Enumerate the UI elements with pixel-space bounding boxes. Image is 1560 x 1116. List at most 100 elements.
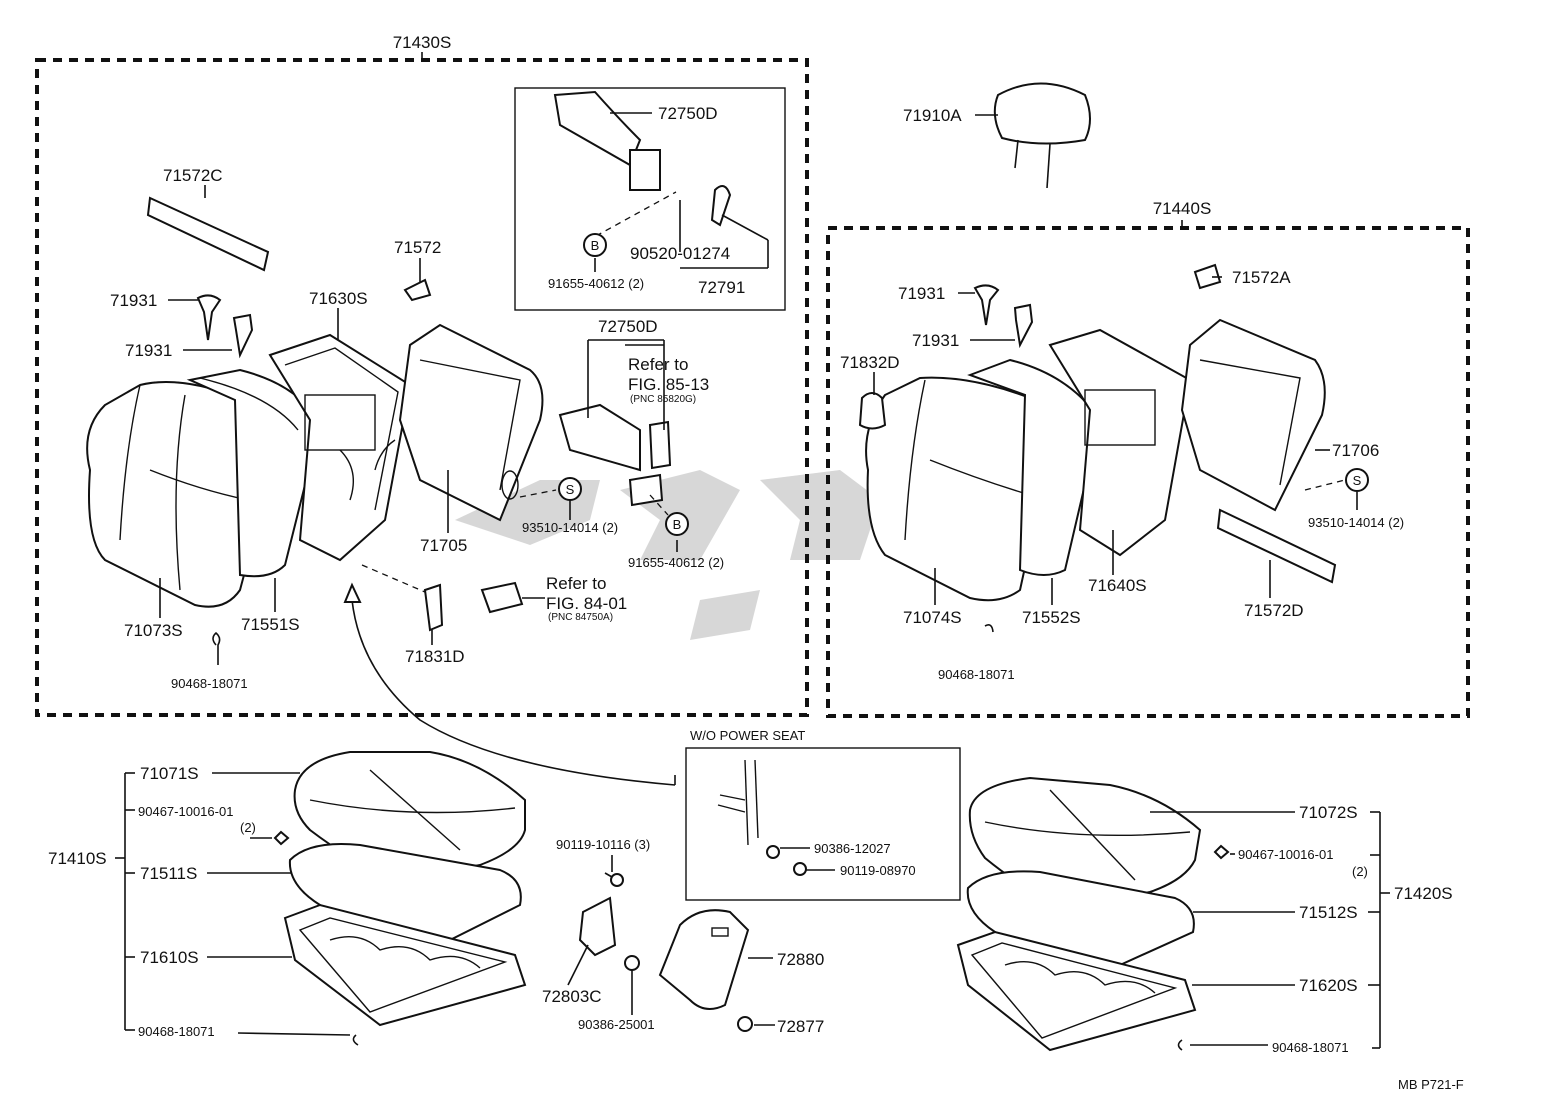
- lever-detail-72750D: [553, 90, 732, 227]
- inset-wo-power-seat: [685, 747, 961, 901]
- label-90386-25001: 90386-25001: [578, 1017, 655, 1032]
- headrest-71910A: [993, 82, 1091, 189]
- label-71572A: 71572A: [1232, 268, 1291, 287]
- label-72750D-b: 72750D: [598, 317, 658, 336]
- label-90119-08970: 90119-08970: [840, 863, 916, 878]
- hog-ring-90468-right: [984, 624, 994, 633]
- marker-s-2: S: [1345, 468, 1369, 492]
- ref-pnc-85820G: (PNC 85820G): [630, 394, 696, 405]
- headrest-support-71931-left: [196, 294, 254, 359]
- ref-label-1: Refer to: [628, 355, 688, 374]
- label-71832D: 71832D: [840, 353, 900, 372]
- clip-71572A: [1193, 263, 1222, 290]
- cover-71832D: [858, 392, 887, 430]
- clip-90467-left: [273, 830, 290, 846]
- wo-power-seat-bracket: [717, 759, 807, 876]
- label-71910A: 71910A: [903, 106, 962, 125]
- bracket-72803C: [578, 896, 617, 957]
- ref-label-2: Refer to: [546, 574, 606, 593]
- label-71572D: 71572D: [1244, 601, 1304, 620]
- label-71931-d: 71931: [912, 331, 959, 350]
- cover-72880: [658, 909, 750, 1010]
- marker-s-1: S: [558, 477, 582, 501]
- label-71572: 71572: [394, 238, 441, 257]
- hog-ring-90468-left: [212, 631, 221, 665]
- label-90386-12027: 90386-12027: [814, 841, 891, 856]
- label-71706: 71706: [1332, 441, 1379, 460]
- label-71071S: 71071S: [140, 764, 199, 783]
- label-93510-b: 93510-14014 (2): [1308, 515, 1404, 530]
- label-90119-10116: 90119-10116 (3): [556, 837, 650, 852]
- arrow-head: [343, 582, 362, 603]
- seatback-board-71706: [1180, 318, 1326, 512]
- label-72877: 72877: [777, 1017, 824, 1036]
- label-71552S: 71552S: [1022, 608, 1081, 627]
- assembly-box-71440S: [826, 226, 1470, 718]
- ref-pnc-84750A: (PNC 84750A): [548, 612, 613, 623]
- label-71931-b: 71931: [125, 341, 172, 360]
- ref-fig-85-13: FIG. 85-13: [628, 375, 709, 394]
- seatback-frame-71640S: [1048, 328, 1192, 557]
- seat-cushion-frame-71610S: [283, 903, 527, 1027]
- label-72803C: 72803C: [542, 987, 602, 1006]
- label-71430S: 71430S: [393, 33, 452, 52]
- ref-fig-84-01: FIG. 84-01: [546, 594, 627, 613]
- seatback-board-71705: [374, 323, 544, 522]
- label-93510-a: 93510-14014 (2): [522, 520, 618, 535]
- svg-text:S: S: [1353, 473, 1362, 488]
- seatback-frame-71630S: [268, 333, 412, 562]
- marker-b-1: B: [583, 233, 607, 257]
- label-90468-d: 90468-18071: [1272, 1040, 1349, 1055]
- svg-text:S: S: [566, 482, 575, 497]
- label-91655-a: 91655-40612 (2): [548, 276, 644, 291]
- label-71440S: 71440S: [1153, 199, 1212, 218]
- label-90468-a: 90468-18071: [171, 676, 248, 691]
- label-71072S: 71072S: [1299, 803, 1358, 822]
- label-71073S: 71073S: [124, 621, 183, 640]
- recliner-bracket-71831D: [423, 583, 444, 632]
- label-71410S: 71410S: [48, 849, 107, 868]
- label-90467-a: 90467-10016-01: [138, 804, 233, 819]
- label-90467-a-qty: (2): [240, 820, 256, 835]
- label-90468-c: 90468-18071: [138, 1024, 215, 1039]
- label-71931-a: 71931: [110, 291, 157, 310]
- headrest-support-71931-right: [973, 284, 1034, 349]
- detail-inset-72750D: [514, 87, 786, 311]
- assembly-arrow: [351, 599, 676, 786]
- label-71705: 71705: [420, 536, 467, 555]
- clip-72877: [737, 1016, 753, 1032]
- connector-detail: [480, 581, 524, 614]
- label-90467-b-qty: (2): [1352, 864, 1368, 879]
- label-72880: 72880: [777, 950, 824, 969]
- label-72791: 72791: [698, 278, 745, 297]
- label-71630S: 71630S: [309, 289, 368, 308]
- seat-cushion-frame-71620S: [956, 930, 1197, 1052]
- label-71074S: 71074S: [903, 608, 962, 627]
- label-90468-b: 90468-18071: [938, 667, 1015, 682]
- trim-strip-71572D: [1216, 508, 1337, 584]
- svg-text:B: B: [591, 238, 600, 253]
- label-71620S: 71620S: [1299, 976, 1358, 995]
- clip-90467-right: [1213, 844, 1230, 860]
- hog-ring-90468-lower-left: [352, 1034, 359, 1046]
- svg-text:B: B: [673, 517, 682, 532]
- label-71640S: 71640S: [1088, 576, 1147, 595]
- label-71931-c: 71931: [898, 284, 945, 303]
- label-71511S: 71511S: [140, 864, 197, 883]
- footer-code: MB P721-F: [1398, 1077, 1464, 1092]
- inset-title: W/O POWER SEAT: [690, 728, 805, 743]
- clip-71572: [403, 278, 432, 302]
- trim-strip-71572C: [146, 196, 270, 272]
- label-90467-b: 90467-10016-01: [1238, 847, 1333, 862]
- label-71831D: 71831D: [405, 647, 465, 666]
- marker-b-2: B: [665, 512, 689, 536]
- label-91655-b: 91655-40612 (2): [628, 555, 724, 570]
- nut-90386-25001: [624, 955, 640, 971]
- hog-ring-90468-lower-right: [1177, 1039, 1183, 1051]
- bolt-90119-10116: [604, 872, 624, 887]
- label-72750D-a: 72750D: [658, 104, 718, 123]
- label-71420S: 71420S: [1394, 884, 1453, 903]
- lever-knob-72750D: [558, 403, 672, 507]
- label-71572C: 71572C: [163, 166, 223, 185]
